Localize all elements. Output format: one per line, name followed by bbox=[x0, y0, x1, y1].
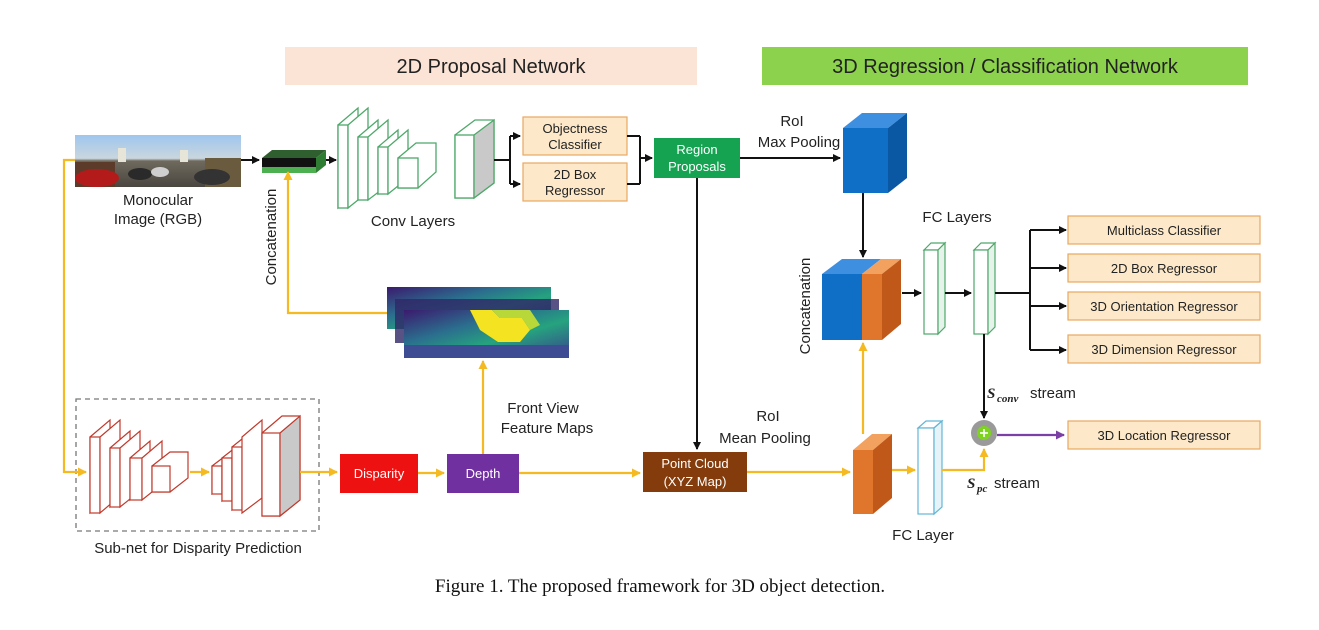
disparity-box: Disparity bbox=[340, 454, 418, 493]
orientation-regressor-box: 3D Orientation Regressor bbox=[1067, 291, 1261, 321]
region-label-line1: Region bbox=[676, 142, 717, 157]
input-tensor-icon bbox=[262, 150, 326, 173]
disparity-subnet-layers bbox=[89, 414, 301, 518]
output-label: 3D Orientation Regressor bbox=[1090, 299, 1238, 314]
disparity-label: Disparity bbox=[354, 466, 405, 481]
concatenated-feature-cube bbox=[822, 259, 901, 340]
roi-max-label-line2: Max Pooling bbox=[758, 134, 841, 151]
conv-stream-word: stream bbox=[1030, 385, 1076, 402]
location-regressor-box: 3D Location Regressor bbox=[1067, 420, 1261, 450]
box2d-regressor-output-box: 2D Box Regressor bbox=[1067, 253, 1261, 283]
output-label: 2D Box Regressor bbox=[1111, 261, 1218, 276]
roi-max-label-line1: RoI bbox=[780, 113, 803, 130]
region-label-line2: Proposals bbox=[668, 159, 726, 174]
front-view-label-line2: Feature Maps bbox=[501, 420, 594, 437]
dimension-regressor-box: 3D Dimension Regressor bbox=[1067, 334, 1261, 364]
front-view-label-line1: Front View bbox=[507, 400, 579, 417]
concatenation-left-label: Concatenation bbox=[263, 189, 280, 286]
roi-mean-pooled-cube bbox=[853, 434, 892, 514]
conv-stream-subscript: conv bbox=[997, 393, 1019, 405]
black-connectors bbox=[241, 132, 1067, 450]
box2d-regressor-box: 2D Box Regressor bbox=[522, 162, 628, 202]
roi-mean-label-line1: RoI bbox=[756, 408, 779, 425]
region-proposals-box: Region Proposals bbox=[654, 138, 740, 178]
fc-layers-label: FC Layers bbox=[922, 209, 991, 226]
conv-layers-label: Conv Layers bbox=[371, 213, 455, 230]
conv-layers-stack bbox=[337, 106, 495, 210]
monocular-label-line2: Image (RGB) bbox=[114, 211, 202, 228]
conv-stream-label: S conv stream bbox=[987, 385, 1076, 405]
objectness-classifier-box: Objectness Classifier bbox=[522, 116, 628, 156]
subnet-dashed-frame bbox=[75, 398, 320, 532]
depth-label: Depth bbox=[466, 466, 501, 481]
pc-stream-word: stream bbox=[994, 475, 1040, 492]
point-cloud-label-line1: Point Cloud bbox=[661, 456, 728, 471]
fc-layer-pc bbox=[916, 419, 944, 516]
yellow-connectors bbox=[62, 158, 989, 478]
point-cloud-box: Point Cloud (XYZ Map) bbox=[643, 452, 747, 492]
point-cloud-label-line2: (XYZ Map) bbox=[664, 474, 727, 489]
front-view-feature-maps bbox=[387, 287, 569, 358]
concatenation-right-label: Concatenation bbox=[797, 258, 814, 355]
objectness-label-line1: Objectness bbox=[542, 121, 608, 136]
output-label: 3D Location Regressor bbox=[1098, 428, 1232, 443]
monocular-image bbox=[75, 135, 241, 187]
box2d-label-line2: Regressor bbox=[545, 183, 606, 198]
multiclass-classifier-box: Multiclass Classifier bbox=[1067, 215, 1261, 245]
box2d-label-line1: 2D Box bbox=[554, 167, 597, 182]
subnet-label: Sub-net for Disparity Prediction bbox=[94, 540, 302, 557]
monocular-label-line1: Monocular bbox=[123, 192, 193, 209]
fc-layer-label: FC Layer bbox=[892, 527, 954, 544]
pc-stream-label: S pc stream bbox=[967, 475, 1040, 495]
fc-layers-conv bbox=[922, 241, 997, 336]
output-label: 3D Dimension Regressor bbox=[1091, 342, 1237, 357]
conv-stream-symbol: S bbox=[987, 386, 995, 402]
regression-banner-title: 3D Regression / Classification Network bbox=[832, 56, 1179, 78]
sum-node-icon bbox=[971, 420, 997, 446]
depth-box: Depth bbox=[447, 454, 519, 493]
output-label: Multiclass Classifier bbox=[1107, 223, 1222, 238]
output-heads: Multiclass Classifier 2D Box Regressor 3D … bbox=[1067, 215, 1261, 450]
proposal-network-banner: 2D Proposal Network bbox=[285, 47, 697, 85]
pc-stream-subscript: pc bbox=[976, 483, 988, 495]
proposal-banner-title: 2D Proposal Network bbox=[397, 56, 587, 78]
figure-caption: Figure 1. The proposed framework for 3D … bbox=[435, 576, 885, 597]
roi-mean-label-line2: Mean Pooling bbox=[719, 430, 811, 447]
objectness-label-line2: Classifier bbox=[548, 137, 602, 152]
roi-max-pooled-cube bbox=[843, 113, 907, 193]
pc-stream-symbol: S bbox=[967, 476, 975, 492]
regression-network-banner: 3D Regression / Classification Network bbox=[762, 47, 1248, 85]
